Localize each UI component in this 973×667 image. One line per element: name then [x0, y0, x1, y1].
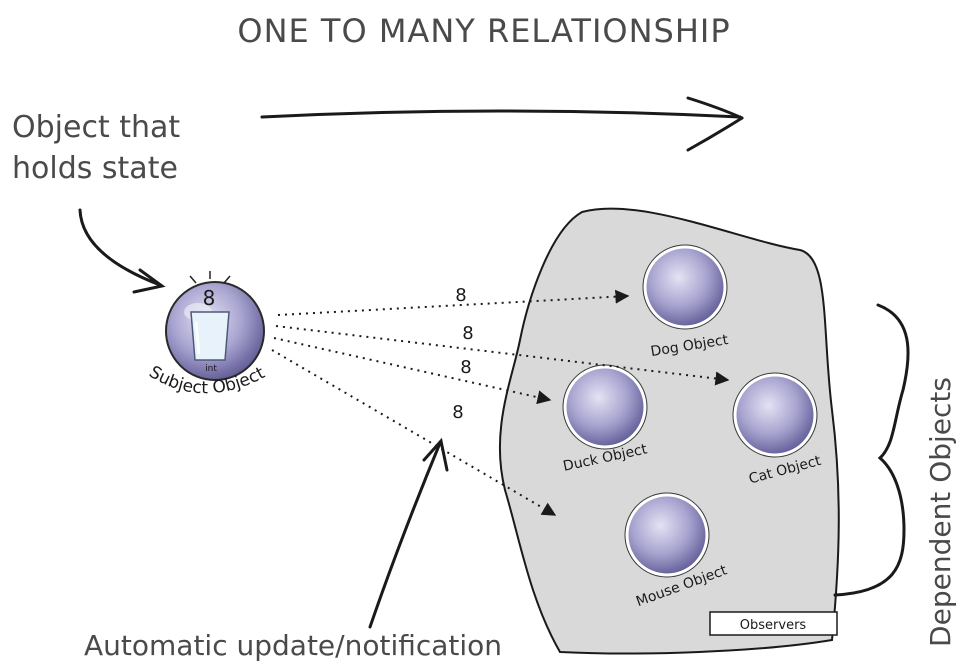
- state-holder-annotation-line2: holds state: [12, 151, 178, 186]
- observer-dog: [642, 244, 728, 330]
- observers-region: [498, 207, 840, 655]
- notification-pointer-arrow: [368, 437, 449, 629]
- message-value-mouse: 8: [452, 402, 463, 423]
- observers-box: Observers: [709, 611, 838, 636]
- subject-value: 8: [203, 286, 216, 310]
- state-pointer-arrow: [78, 208, 166, 294]
- message-arrow-cat: [275, 325, 730, 386]
- subject-object: 8 int: [165, 271, 265, 381]
- observer-mouse: [624, 492, 710, 578]
- message-arrow-dog: [277, 289, 630, 316]
- page-title: ONE TO MANY RELATIONSHIP: [237, 12, 730, 50]
- dependents-brace: [833, 303, 910, 597]
- observer-cat: [732, 372, 818, 458]
- notification-annotation: Automatic update/notification: [84, 629, 502, 662]
- message-value-cat: 8: [462, 323, 473, 344]
- dependents-annotation: Dependent Objects: [924, 377, 957, 647]
- glass-icon: [190, 311, 230, 361]
- state-holder-annotation-line1: Object that: [12, 110, 180, 145]
- observer-duck: [562, 364, 648, 450]
- one-to-many-arrow: [260, 96, 744, 152]
- sparkle-icon: [189, 271, 231, 284]
- observers-box-label: Observers: [740, 618, 807, 633]
- notification-arrows: [271, 289, 730, 516]
- message-value-dog: 8: [455, 285, 466, 306]
- subject-glass-label: int: [205, 364, 217, 374]
- message-arrow-duck: [273, 337, 552, 405]
- message-value-duck: 8: [460, 357, 471, 378]
